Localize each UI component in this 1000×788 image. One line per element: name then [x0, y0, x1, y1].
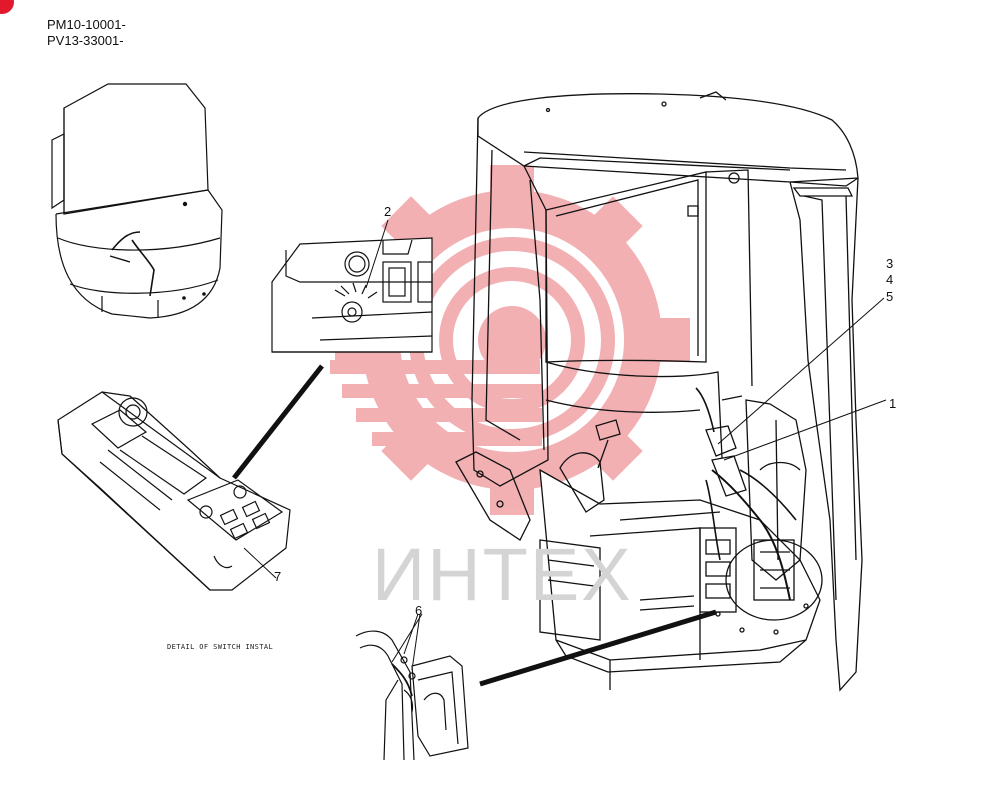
switch-panel-detail: [271, 237, 433, 353]
harness-clamp-detail: [355, 630, 469, 761]
detail-leader: [232, 219, 389, 480]
cab-frame-drawing: [455, 91, 863, 692]
switch-console-drawing: [57, 391, 291, 591]
detail-caption: DETAIL OF SWITCH INSTAL: [167, 643, 274, 651]
cab-overview-drawing: [51, 83, 223, 319]
watermark-text: ИНТЕХ: [372, 533, 633, 616]
callout-leaders: [391, 297, 887, 671]
serial-range-1: PM10-10001-: [47, 17, 126, 32]
floor-detail-leader: [479, 609, 717, 687]
callout-1: 1: [889, 396, 897, 411]
serial-range-2: PV13-33001-: [47, 33, 124, 48]
callout-5: 5: [886, 289, 894, 304]
callout-6: 6: [415, 603, 423, 618]
callout-4: 4: [886, 272, 894, 287]
callout-2: 2: [384, 204, 392, 219]
callout-3: 3: [886, 256, 894, 271]
callout-7: 7: [274, 569, 282, 584]
intech-watermark-logo: [330, 165, 690, 515]
